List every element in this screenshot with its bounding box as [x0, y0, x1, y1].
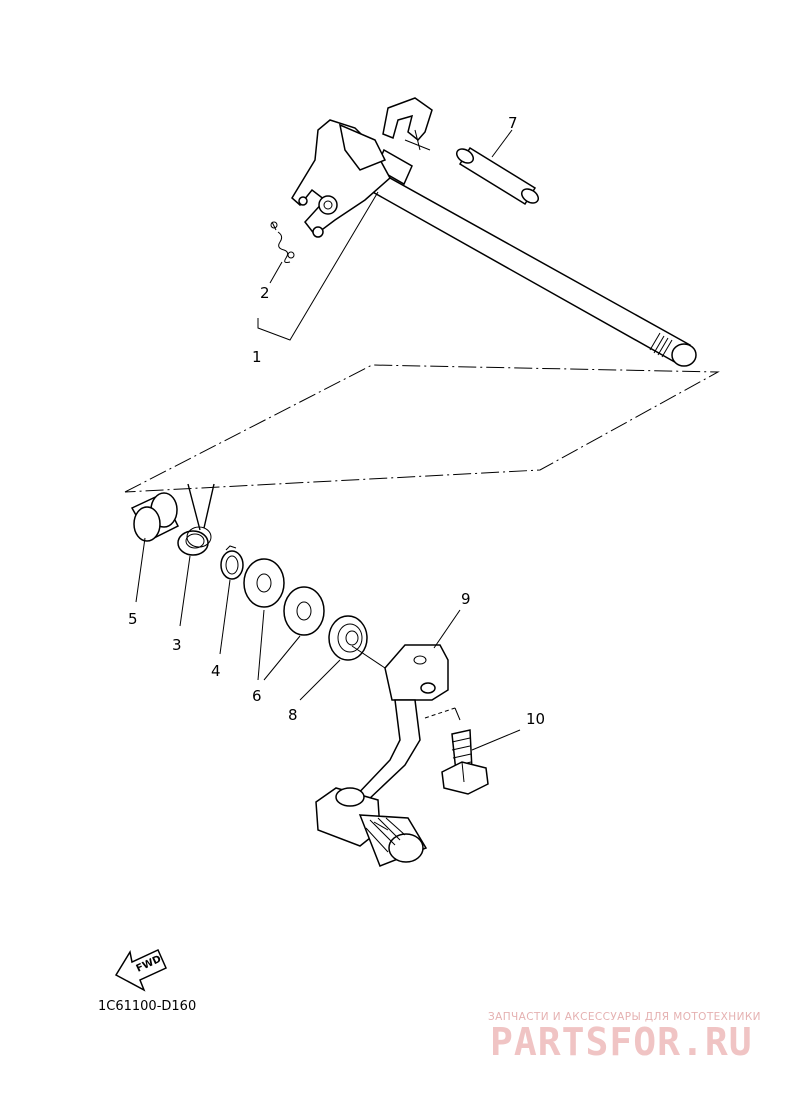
drawing-code: 1C61100-D160: [98, 999, 196, 1014]
callout-6: 6: [252, 687, 262, 705]
part-10-bolt: [441, 729, 521, 795]
callout-5: 5: [128, 610, 138, 628]
part-7-pin: [455, 129, 540, 206]
part-3-torsion-spring: [177, 483, 215, 627]
part-4-circlip: [219, 545, 244, 655]
part-8-oil-seal: [299, 615, 386, 701]
fwd-arrow-icon: FWD: [114, 949, 167, 992]
assembly-outline: [124, 364, 720, 493]
callout-2: 2: [260, 284, 270, 302]
callout-7: 7: [508, 114, 518, 132]
part-1-shift-shaft: [257, 97, 697, 367]
callout-10: 10: [526, 710, 545, 728]
watermark-tagline: ЗАПЧАСТИ И АКСЕССУАРЫ ДЛЯ МОТОТЕХНИКИ: [488, 1011, 761, 1023]
part-5-collar: [130, 492, 180, 603]
part-6-washers: [243, 558, 325, 681]
part-2-spring: [269, 221, 295, 284]
watermark-brand: PARTSFOR.RU: [490, 1020, 753, 1064]
callout-3: 3: [172, 636, 182, 654]
callout-8: 8: [288, 706, 298, 724]
callout-1: 1: [252, 348, 262, 366]
part-9-shift-pedal: [315, 609, 461, 867]
callout-4: 4: [211, 662, 221, 680]
callout-9: 9: [461, 590, 471, 608]
